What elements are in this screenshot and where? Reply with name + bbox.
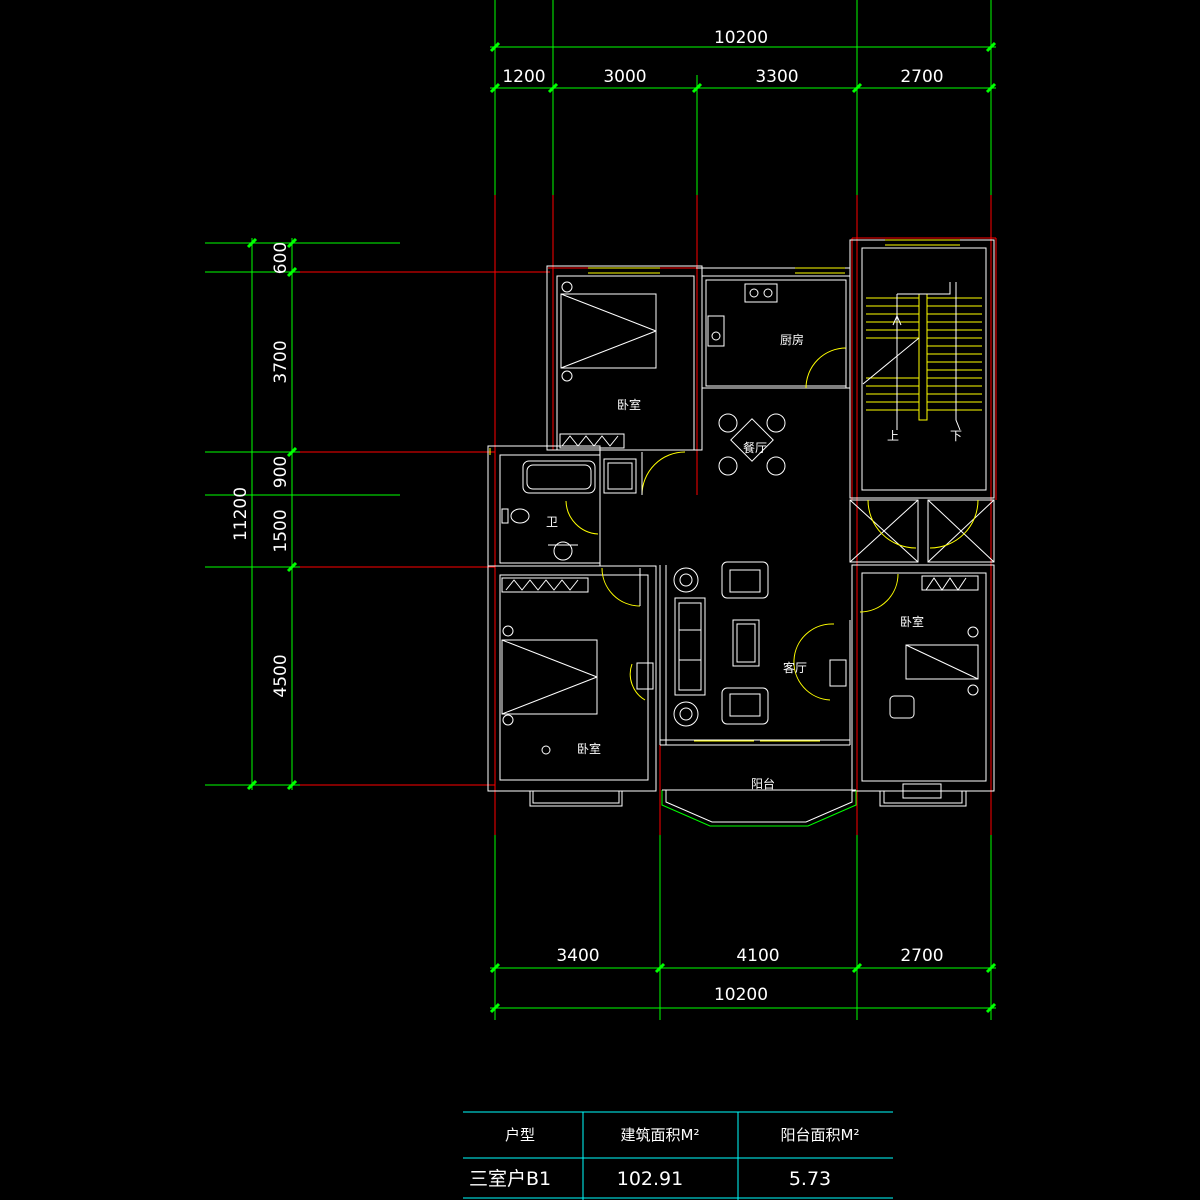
label-stair-up: 上	[887, 429, 899, 443]
label-balcony: 阳台	[751, 776, 775, 791]
dim-top-1: 1200	[502, 67, 545, 87]
label-bedroom-right: 卧室	[900, 614, 924, 629]
walls	[487, 239, 995, 807]
label-dining: 餐厅	[743, 440, 767, 455]
dim-left-5: 4500	[271, 654, 291, 697]
table-header-type: 户型	[505, 1126, 535, 1144]
balcony-outline	[661, 789, 857, 827]
dim-bottom-2: 4100	[736, 946, 779, 966]
label-bath: 卫	[546, 515, 558, 529]
area-table	[463, 1111, 893, 1200]
label-kitchen: 厨房	[780, 332, 804, 347]
furniture	[501, 281, 979, 755]
dim-bottom-total: 10200	[714, 985, 768, 1005]
dim-left-4: 1500	[271, 509, 291, 552]
label-bedroom-top: 卧室	[617, 397, 641, 412]
dim-bottom-1: 3400	[556, 946, 599, 966]
table-header-floor-area: 建筑面积M²	[621, 1126, 700, 1144]
table-cell-floor-area: 102.91	[617, 1168, 683, 1190]
table-header-balcony-area: 阳台面积M²	[781, 1126, 860, 1144]
vertical-grid-lines	[494, 0, 992, 1020]
dim-top-3: 3300	[755, 67, 798, 87]
dim-bottom-3: 2700	[900, 946, 943, 966]
top-dimension-lines	[489, 41, 997, 94]
dim-left-1: 600	[271, 242, 291, 274]
stairs	[862, 282, 982, 431]
label-living: 客厅	[783, 660, 807, 675]
label-bedroom-left: 卧室	[577, 741, 601, 756]
dim-top-total: 10200	[714, 28, 768, 48]
dim-left-3: 900	[271, 456, 291, 488]
bottom-dimension-lines	[489, 962, 997, 1014]
left-dimension-lines	[205, 237, 400, 791]
dim-top-4: 2700	[900, 67, 943, 87]
doors	[565, 347, 979, 701]
dim-left-2: 3700	[271, 340, 291, 383]
windows	[489, 239, 960, 742]
dim-top-2: 3000	[603, 67, 646, 87]
dim-left-total: 11200	[231, 487, 251, 541]
table-cell-balcony-area: 5.73	[789, 1168, 831, 1190]
table-cell-type: 三室户B1	[469, 1168, 551, 1190]
label-stair-down: 下	[950, 429, 962, 443]
